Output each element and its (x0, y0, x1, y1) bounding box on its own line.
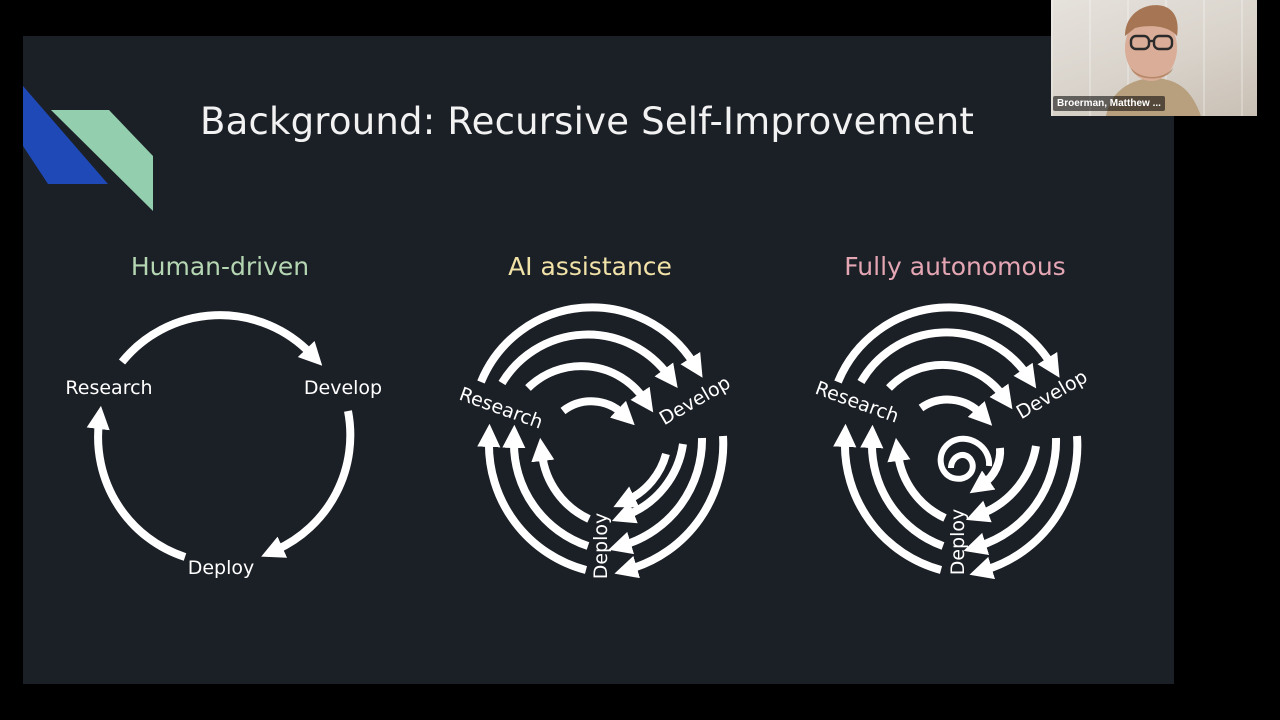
participant-name-label: Broerman, Matthew ... (1053, 96, 1165, 111)
human-driven-cycle (86, 311, 355, 561)
column-title-ai-assistance: AI assistance (508, 252, 672, 281)
ai-assistance-cycle (477, 303, 728, 579)
slide-title: Background: Recursive Self-Improvement (200, 100, 975, 143)
label-develop-ai: Develop (656, 372, 735, 430)
slide-accent-shape (23, 86, 153, 211)
fully-autonomous-cycle (833, 303, 1082, 580)
cycle-diagrams: Research Develop Deploy Research Develop… (65, 303, 1091, 580)
label-develop-human: Develop (304, 377, 382, 399)
participant-video-tile[interactable]: Broerman, Matthew ... (1051, 0, 1257, 116)
column-title-human-driven: Human-driven (130, 252, 310, 281)
label-research-human: Research (65, 377, 152, 399)
label-deploy-human: Deploy (188, 557, 255, 579)
column-title-fully-autonomous: Fully autonomous (844, 252, 1066, 281)
presentation-slide: Background: Recursive Self-Improvement H… (23, 36, 1174, 684)
label-deploy-autonomous: Deploy (947, 509, 969, 576)
label-deploy-ai: Deploy (590, 513, 612, 580)
label-research-ai: Research (456, 383, 545, 433)
